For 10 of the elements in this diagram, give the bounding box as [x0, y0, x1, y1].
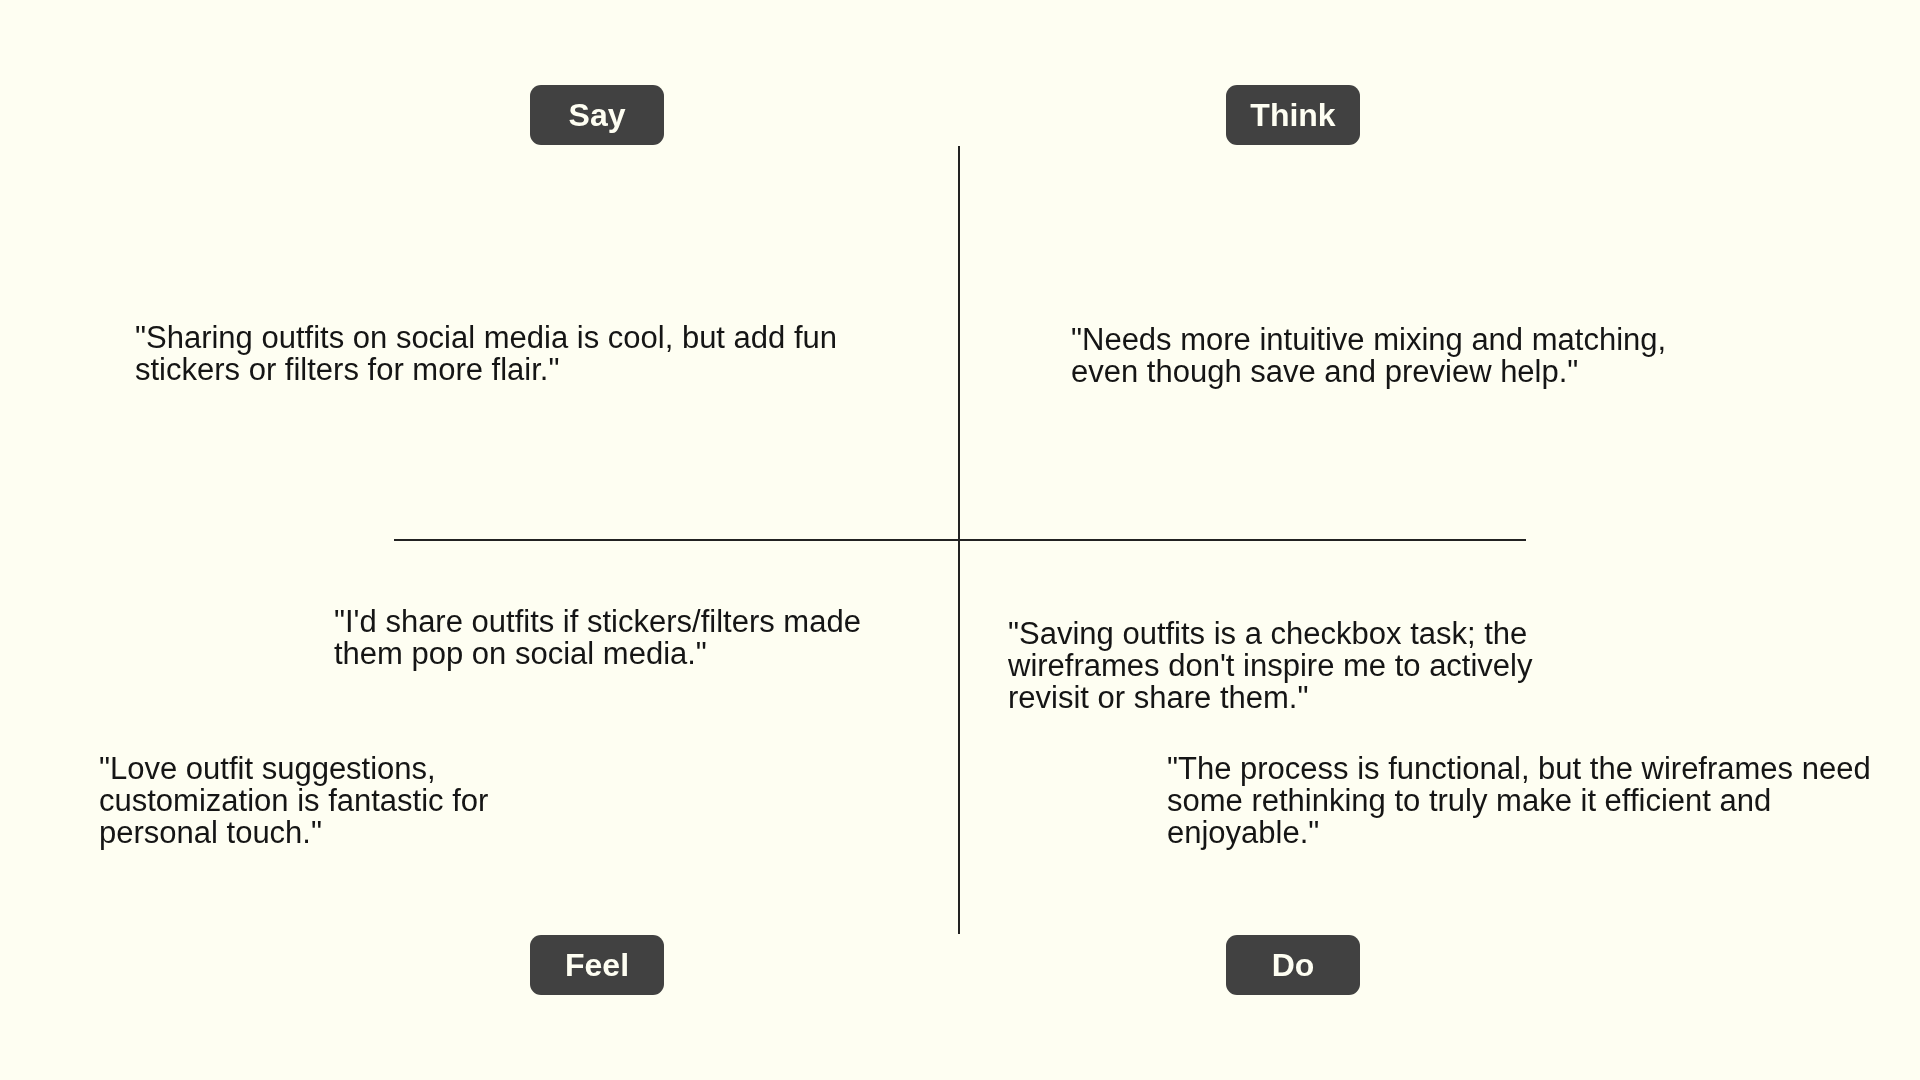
quadrant-heading: Think: [1226, 85, 1360, 145]
quote-text: "Love outfit suggestions, customization is fantastic for personal touch.": [99, 753, 490, 849]
quote-text: "I'd share outfits if stickers/filters made them pop on social media.": [334, 606, 862, 670]
quote-text: "Sharing outfits on social media is cool, but add fun stickers or filters for more flair.": [135, 322, 839, 386]
quote-text: "Needs more intuitive mixing and matching, even though save and preview help.": [1071, 324, 1668, 388]
quadrant-heading: Do: [1226, 935, 1360, 995]
quadrant-heading: Say: [530, 85, 664, 145]
quote-text: "Saving outfits is a checkbox task; the wireframes don't inspire me to actively revisit or share them.": [1008, 618, 1534, 714]
quadrant-heading: Feel: [530, 935, 664, 995]
quote-text: "The process is functional, but the wireframes need some rethinking to truly make it efficient and enjoyable.": [1167, 753, 1872, 849]
